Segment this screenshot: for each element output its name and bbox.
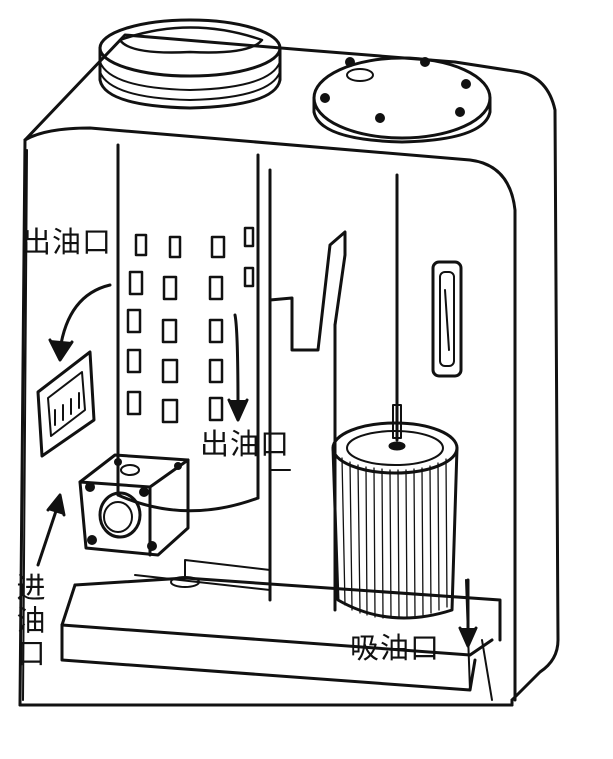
inlet-block xyxy=(80,455,188,555)
top-flange xyxy=(314,57,490,142)
outlet-top-arrow xyxy=(60,285,110,350)
outlet-top-label: 出油口 xyxy=(22,228,112,257)
return-plate xyxy=(38,352,94,456)
outlet-middle-label: 出油口 xyxy=(200,430,290,459)
outlet-middle-arrow xyxy=(235,315,238,408)
suction-label: 吸油口 xyxy=(350,634,440,663)
inlet-arrow xyxy=(38,505,58,565)
baffle-plate xyxy=(270,170,345,610)
suction-filter xyxy=(333,175,457,618)
fill-cap xyxy=(100,20,280,108)
base-rail xyxy=(62,560,500,700)
level-gauge xyxy=(433,262,461,376)
tank-body xyxy=(20,35,558,705)
inlet-label: 进油口 xyxy=(14,572,43,671)
